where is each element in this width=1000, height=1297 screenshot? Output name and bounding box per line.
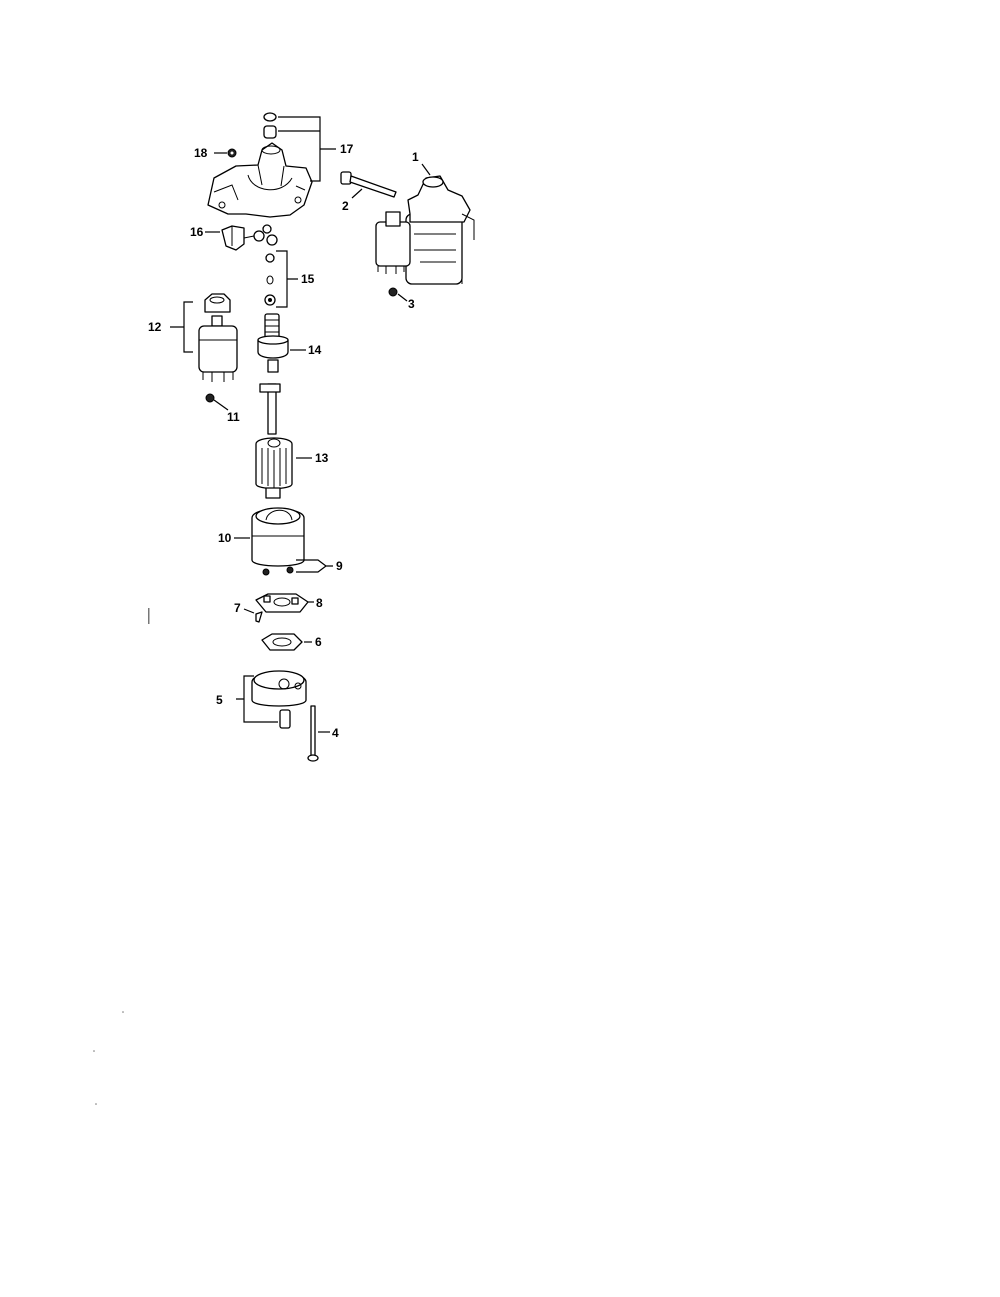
scan-speck	[93, 1050, 95, 1052]
callout-12: 12	[148, 320, 162, 334]
callout-15: 15	[301, 272, 315, 286]
scan-speck	[95, 1103, 97, 1105]
cap-part-17	[263, 112, 277, 139]
armature-part-13	[255, 383, 293, 499]
screw-part-7	[255, 611, 263, 623]
callout-16: 16	[190, 225, 204, 239]
pinion-drive-part-14	[257, 313, 289, 373]
field-frame-part-10	[251, 507, 305, 567]
leader-1	[421, 163, 431, 176]
bracket-15	[276, 250, 298, 308]
callout-11: 11	[227, 410, 240, 424]
callout-10: 10	[218, 531, 232, 545]
screws-part-9	[262, 566, 294, 576]
callout-13: 13	[315, 451, 329, 465]
washers-part-15	[264, 253, 276, 306]
stray-mark	[148, 608, 150, 624]
bracket-17	[278, 116, 336, 182]
callout-7: 7	[234, 601, 241, 615]
end-cap-part-5	[251, 670, 307, 729]
bracket-12	[170, 301, 193, 353]
callout-18: 18	[194, 146, 208, 160]
brush-plate-part-8	[255, 593, 309, 613]
callout-3: 3	[408, 297, 415, 311]
nut-part-18	[227, 148, 237, 158]
nut-part-11	[205, 393, 215, 403]
leader-11	[213, 399, 229, 411]
bolt-part-4	[307, 705, 319, 762]
scan-speck	[122, 1011, 124, 1013]
callout-17: 17	[340, 142, 354, 156]
leader-7	[243, 608, 255, 614]
brush-holder-part-16	[221, 224, 278, 251]
callout-4: 4	[332, 726, 339, 740]
leader-2	[351, 188, 363, 199]
bracket-5	[236, 675, 278, 723]
callout-9: 9	[336, 559, 343, 573]
callout-8: 8	[316, 596, 323, 610]
callout-2: 2	[342, 199, 349, 213]
drive-housing-part-17	[207, 142, 313, 218]
callout-1: 1	[412, 150, 419, 164]
starter-assembly-part-1	[375, 175, 475, 285]
through-bolt-part-2	[340, 171, 397, 198]
leader-9	[296, 559, 333, 573]
nut-part-3	[388, 287, 398, 297]
callout-14: 14	[308, 343, 322, 357]
callout-5: 5	[216, 693, 223, 707]
leader-3	[397, 293, 408, 302]
callout-6: 6	[315, 635, 322, 649]
spring-plate-part-6	[261, 633, 303, 651]
solenoid-part-12	[198, 293, 238, 382]
